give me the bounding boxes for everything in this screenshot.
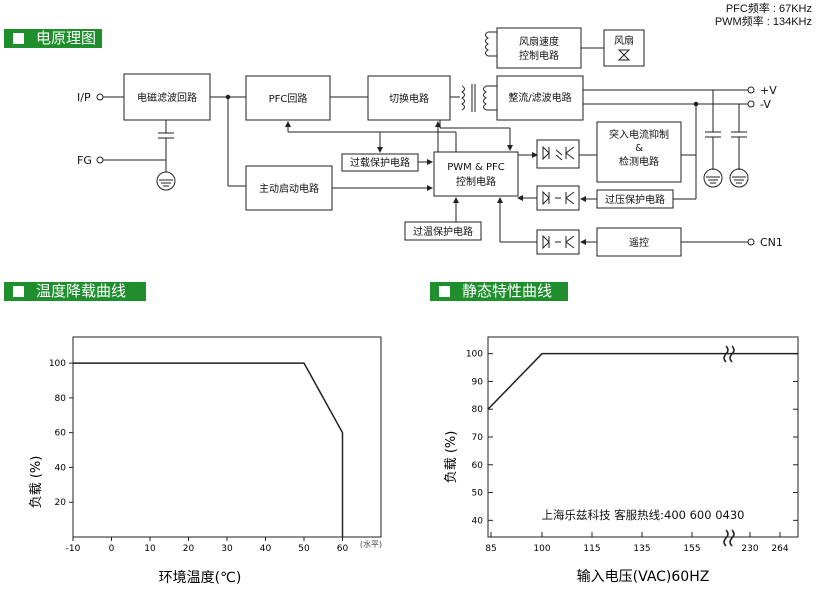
chart2-x-tick-label: 264	[771, 544, 788, 554]
overvoltage-protection-label: 过压保护电路	[605, 193, 665, 206]
chart1-x-tick-label: 0	[109, 544, 115, 554]
ip-label: I/P	[77, 91, 91, 104]
chart1-x-tick-label: 40	[260, 544, 272, 554]
chart1-x-unit: (水平)	[360, 539, 382, 549]
chart2-y-tick-label: 100	[466, 350, 483, 360]
static-characteristic-chart: 40 50 60 70 80 90 100 85 100 115 135 155 230 264 上海乐兹…	[444, 336, 799, 585]
chart1-x-tick-label: 50	[298, 544, 310, 554]
emi-filter-label: 电磁滤波回路	[137, 91, 197, 104]
overload-protection-label: 过载保护电路	[350, 156, 410, 169]
chart1-y-tick-label: 60	[55, 429, 67, 439]
chart2-x-tick-label: 100	[533, 544, 550, 554]
cn1-label: CN1	[760, 236, 783, 249]
fg-terminal	[96, 156, 104, 164]
chart1-xlabel: 环境温度(℃)	[159, 570, 242, 586]
fan-icon	[617, 49, 631, 61]
pwm-pfc-label-2: 控制电路	[456, 175, 496, 188]
chart1-x-tick-label: 20	[183, 544, 195, 554]
section-header-static: 静态特性曲线	[430, 282, 568, 301]
fan-block	[603, 29, 645, 67]
square-icon	[13, 286, 24, 297]
chart1-grid	[69, 362, 343, 541]
aux-start-label: 主动启动电路	[259, 182, 319, 195]
ground-icon	[703, 168, 723, 188]
pwm-pfc-label-1: PWM & PFC	[447, 162, 504, 173]
chart2-x-tick-label: 155	[683, 544, 700, 554]
chart2-tick-labels: 40 50 60 70 80 90 100 85 100 115 135 155 230 264	[466, 350, 789, 554]
chart1-x-tick-label: 10	[144, 544, 156, 554]
chart2-annotation: 上海乐兹科技 客服热线:400 600 0430	[541, 508, 744, 522]
pfc-label: PFC回路	[269, 92, 308, 105]
fg-label: FG	[77, 154, 92, 167]
fan-label: 风扇	[614, 34, 634, 47]
section-header-derating: 温度降载曲线	[4, 282, 146, 301]
switch-block	[367, 75, 451, 121]
chart2-grid	[488, 353, 798, 537]
remote-control-label: 遥控	[629, 236, 649, 249]
section-header-block-diagram: 电原理图	[4, 29, 102, 48]
chart2-y-tick-label: 40	[472, 516, 484, 526]
square-icon	[439, 286, 450, 297]
vminus-terminal	[747, 100, 755, 108]
fan-speed-label-2: 控制电路	[519, 49, 559, 62]
chart2-x-tick-label: 85	[485, 544, 496, 554]
chart1-x-tick-label: 60	[337, 544, 349, 554]
ground-icon	[729, 168, 749, 188]
vplus-label: +V	[760, 84, 777, 97]
ip-terminal	[96, 93, 104, 101]
frequency-info: PFC频率 : 67KHz PWM频率 : 134KHz	[690, 3, 812, 29]
derating-chart: 20 40 60 80 100 -10 0 10 20 30 40 50 60 (水平) 环境温度(℃)…	[29, 336, 382, 586]
chart1-plot-area	[72, 336, 382, 538]
chart1-y-tick-label: 80	[55, 394, 67, 404]
vplus-terminal	[747, 86, 755, 94]
chart1-series-line	[73, 362, 344, 537]
vminus-label: -V	[760, 98, 771, 111]
chart2-x-tick-label: 135	[633, 544, 650, 554]
chart2-y-tick-label: 50	[472, 489, 484, 499]
pfc-block	[245, 75, 331, 121]
chart1-y-tick-label: 40	[55, 463, 67, 473]
inrush-block	[596, 121, 682, 183]
chart2-xlabel: 输入电压(VAC)60HZ	[577, 569, 710, 585]
rectifier-filter-label: 整流/滤波电路	[508, 91, 571, 104]
inrush-label-3: 检测电路	[619, 155, 659, 168]
square-icon	[13, 33, 24, 44]
chart2-y-tick-label: 60	[472, 461, 484, 471]
chart1-tick-labels: 20 40 60 80 100 -10 0 10 20 30 40 50 60	[49, 359, 349, 554]
chart1-x-tick-label: -10	[66, 544, 81, 554]
chart2-y-tick-label: 70	[472, 433, 484, 443]
fan-speed-label-1: 风扇速度	[519, 35, 559, 48]
pwm-frequency: PWM频率 : 134KHz	[714, 16, 812, 28]
fan-speed-block	[496, 27, 582, 69]
pwm-pfc-control-block	[433, 151, 519, 197]
pfc-frequency: PFC频率 : 67KHz	[725, 3, 812, 15]
inrush-label-1: 突入电流抑制	[609, 128, 669, 141]
chart1-ylabel: 负载 (%)	[29, 456, 44, 509]
chart2-series-line	[487, 352, 798, 410]
axis-break-icon	[723, 345, 735, 547]
fan-transformer-icon	[485, 31, 489, 57]
switch-label: 切换电路	[389, 92, 429, 105]
chart2-y-tick-label: 90	[472, 377, 484, 387]
overtemp-protection-label: 过温保护电路	[413, 225, 473, 238]
block-diagram: I/P FG 电磁滤波回路 PFC回路 切换电路	[77, 27, 783, 257]
chart1-y-tick-label: 20	[55, 498, 67, 508]
inrush-label-2: &	[635, 143, 643, 154]
cn1-terminal	[747, 238, 755, 246]
chart2-plot-area	[487, 336, 799, 538]
ground-icon	[156, 171, 176, 191]
chart2-y-tick-label: 80	[472, 405, 484, 415]
chart2-ylabel: 负载 (%)	[444, 431, 459, 484]
transformer-icon	[461, 84, 487, 112]
overtemp-protection-block	[404, 221, 482, 241]
chart2-x-tick-label: 115	[583, 544, 600, 554]
chart1-x-tick-label: 30	[221, 544, 233, 554]
rectifier-filter-block	[496, 75, 584, 121]
chart2-x-tick-label: 230	[741, 544, 758, 554]
chart1-y-tick-label: 100	[49, 359, 66, 369]
